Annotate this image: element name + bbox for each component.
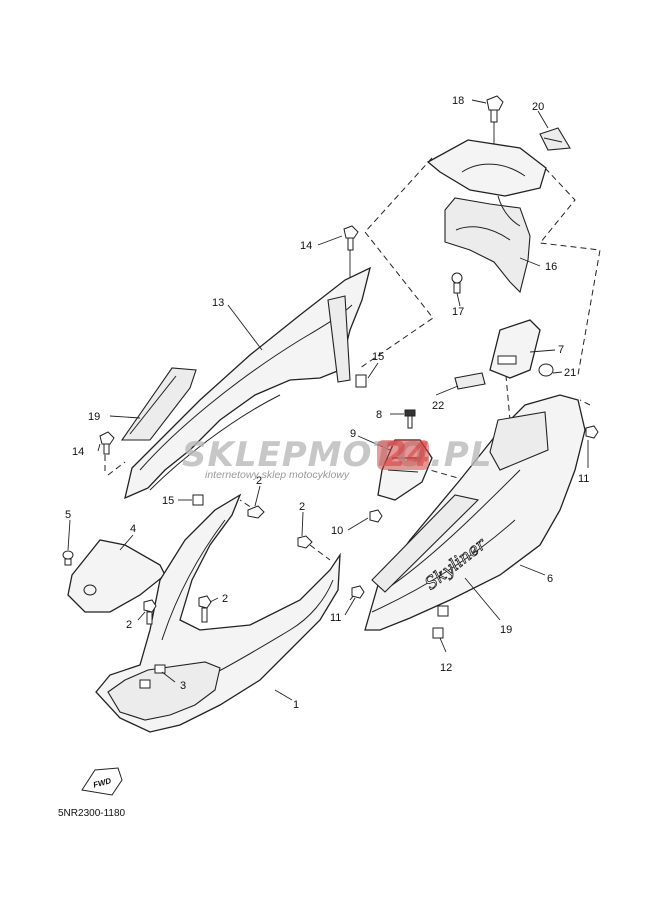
callout-17: 17 — [452, 306, 464, 318]
callout-numbers: 18 20 14 16 17 13 15 7 21 22 19 8 14 9 1… — [65, 95, 589, 711]
part-12-clip — [432, 605, 449, 639]
callout-7: 7 — [558, 344, 564, 356]
part-5-grommet — [62, 550, 74, 566]
callout-2-d: 2 — [222, 593, 228, 605]
callout-15-left: 15 — [162, 495, 174, 507]
callout-2-a: 2 — [256, 475, 262, 487]
callout-8: 8 — [376, 409, 382, 421]
callout-19-right: 19 — [500, 624, 512, 636]
part-20-tag — [539, 127, 571, 151]
callout-1: 1 — [293, 699, 299, 711]
watermark-brand-right: .PL — [430, 435, 493, 475]
part-4-panel — [67, 539, 166, 613]
part-14-screw-top — [343, 225, 359, 290]
part-21-cap — [538, 363, 554, 377]
part-10-screw — [369, 509, 383, 523]
part-17-screw — [451, 272, 463, 294]
part-8-bolt — [404, 409, 416, 429]
part-6-side-cover-right — [364, 394, 586, 631]
callout-18: 18 — [452, 95, 464, 107]
callout-11-right: 11 — [578, 473, 589, 485]
part-15-clips — [192, 374, 367, 506]
callout-3: 3 — [180, 680, 186, 692]
part-1-floor-cover — [95, 493, 341, 733]
part-16-tail-cover — [426, 139, 547, 294]
part-2-screws — [143, 505, 313, 625]
fwd-arrow-icon: FWD — [81, 767, 123, 796]
callout-9: 9 — [350, 428, 356, 440]
part-13-side-cover-left — [124, 266, 371, 500]
watermark-brand-box: 24 — [383, 435, 430, 475]
callout-15-right: 15 — [372, 351, 384, 363]
watermark-tagline: internetowy sklep motocyklowy — [205, 469, 350, 481]
leader-lines — [67, 99, 589, 701]
callout-2-c: 2 — [126, 619, 132, 631]
callout-6: 6 — [547, 573, 553, 585]
callout-22: 22 — [432, 400, 444, 412]
callout-11-left: 11 — [330, 612, 341, 624]
part-14-screw-left — [99, 431, 115, 455]
callout-20: 20 — [532, 101, 544, 113]
callout-14-top: 14 — [300, 240, 312, 252]
callout-16: 16 — [545, 261, 557, 273]
watermark: SKLEPMOTO 24 .PL internetowy sklep motoc… — [182, 435, 493, 481]
watermark-box — [377, 440, 429, 470]
part-7-lid — [489, 319, 541, 379]
callout-10: 10 — [331, 525, 343, 537]
callout-5: 5 — [65, 509, 71, 521]
callout-12: 12 — [440, 662, 452, 674]
callout-19-left: 19 — [88, 411, 100, 423]
part-11-screws — [351, 425, 599, 599]
callout-21: 21 — [564, 367, 576, 379]
callout-14-left: 14 — [72, 446, 84, 458]
callout-4: 4 — [130, 523, 136, 535]
callout-2-b: 2 — [299, 501, 305, 513]
part-19-stripe-left — [120, 367, 197, 441]
callout-13: 13 — [212, 297, 224, 309]
part-22-plate — [454, 372, 486, 390]
part-19-stripe-right — [371, 494, 480, 593]
part-code: 5NR2300-1180 — [58, 808, 126, 819]
